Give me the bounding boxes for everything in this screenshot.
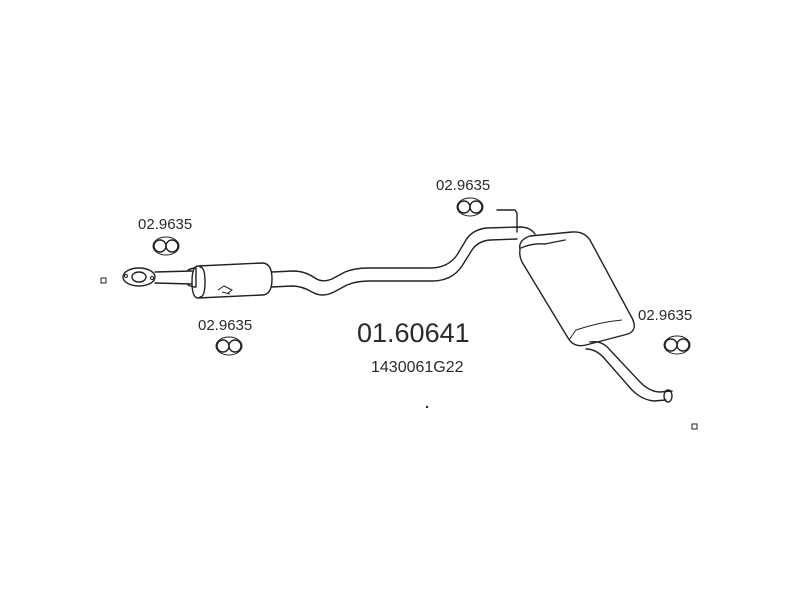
part-number: 01.60641 — [357, 318, 470, 348]
front-pipe — [154, 267, 197, 288]
rear-muffler — [519, 231, 635, 347]
oem-number: 1430061G22 — [371, 359, 464, 376]
tail-pipe — [585, 340, 673, 403]
front-flange — [122, 267, 156, 287]
hanger-label-4: 02.9635 — [638, 307, 692, 324]
center-dot — [425, 405, 429, 409]
hanger-label-2: 02.9635 — [198, 317, 252, 334]
hanger-label-1: 02.9635 — [138, 216, 192, 233]
rear-hook — [496, 209, 518, 233]
corner-mark-left — [100, 277, 107, 284]
middle-pipe — [271, 226, 536, 296]
hanger-label-3: 02.9635 — [436, 177, 490, 194]
corner-mark-right — [691, 423, 698, 430]
hanger-rubber-1 — [152, 236, 180, 256]
hanger-rubber-4 — [663, 335, 691, 355]
hanger-rubber-3 — [456, 197, 484, 217]
front-muffler — [191, 262, 273, 299]
hanger-rubber-2 — [215, 336, 243, 356]
